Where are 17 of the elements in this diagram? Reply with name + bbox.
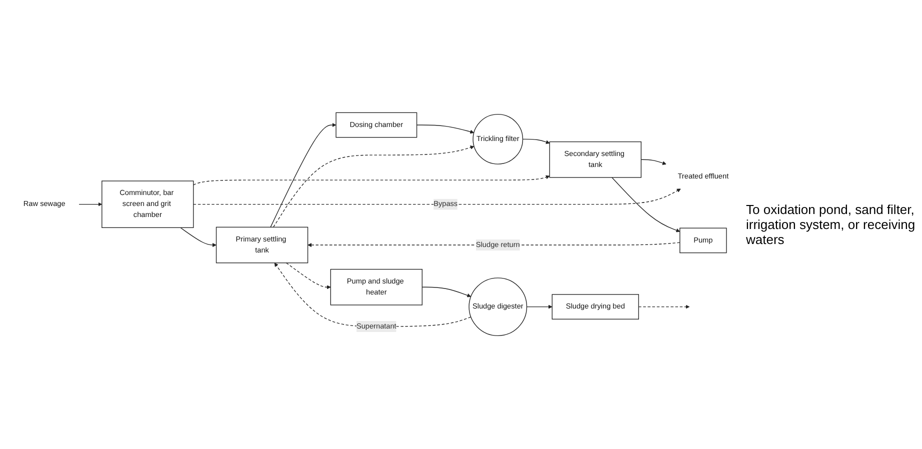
arrow (526, 305, 552, 310)
arrow (193, 176, 550, 186)
arrow (640, 160, 666, 166)
arrow (308, 242, 680, 248)
arrow (522, 139, 550, 144)
arrow (180, 228, 216, 248)
arrow (422, 287, 472, 298)
arrow (273, 146, 474, 228)
arrow (270, 123, 336, 228)
arrow (612, 177, 680, 233)
note-text: To oxidation pond, sand filter, irrigation system, or receiving waters (746, 202, 916, 247)
arrow (274, 263, 472, 328)
arrow (638, 305, 690, 310)
arrow (78, 202, 102, 207)
arrow (286, 262, 331, 290)
arrow (193, 189, 681, 205)
arrow (416, 125, 474, 134)
